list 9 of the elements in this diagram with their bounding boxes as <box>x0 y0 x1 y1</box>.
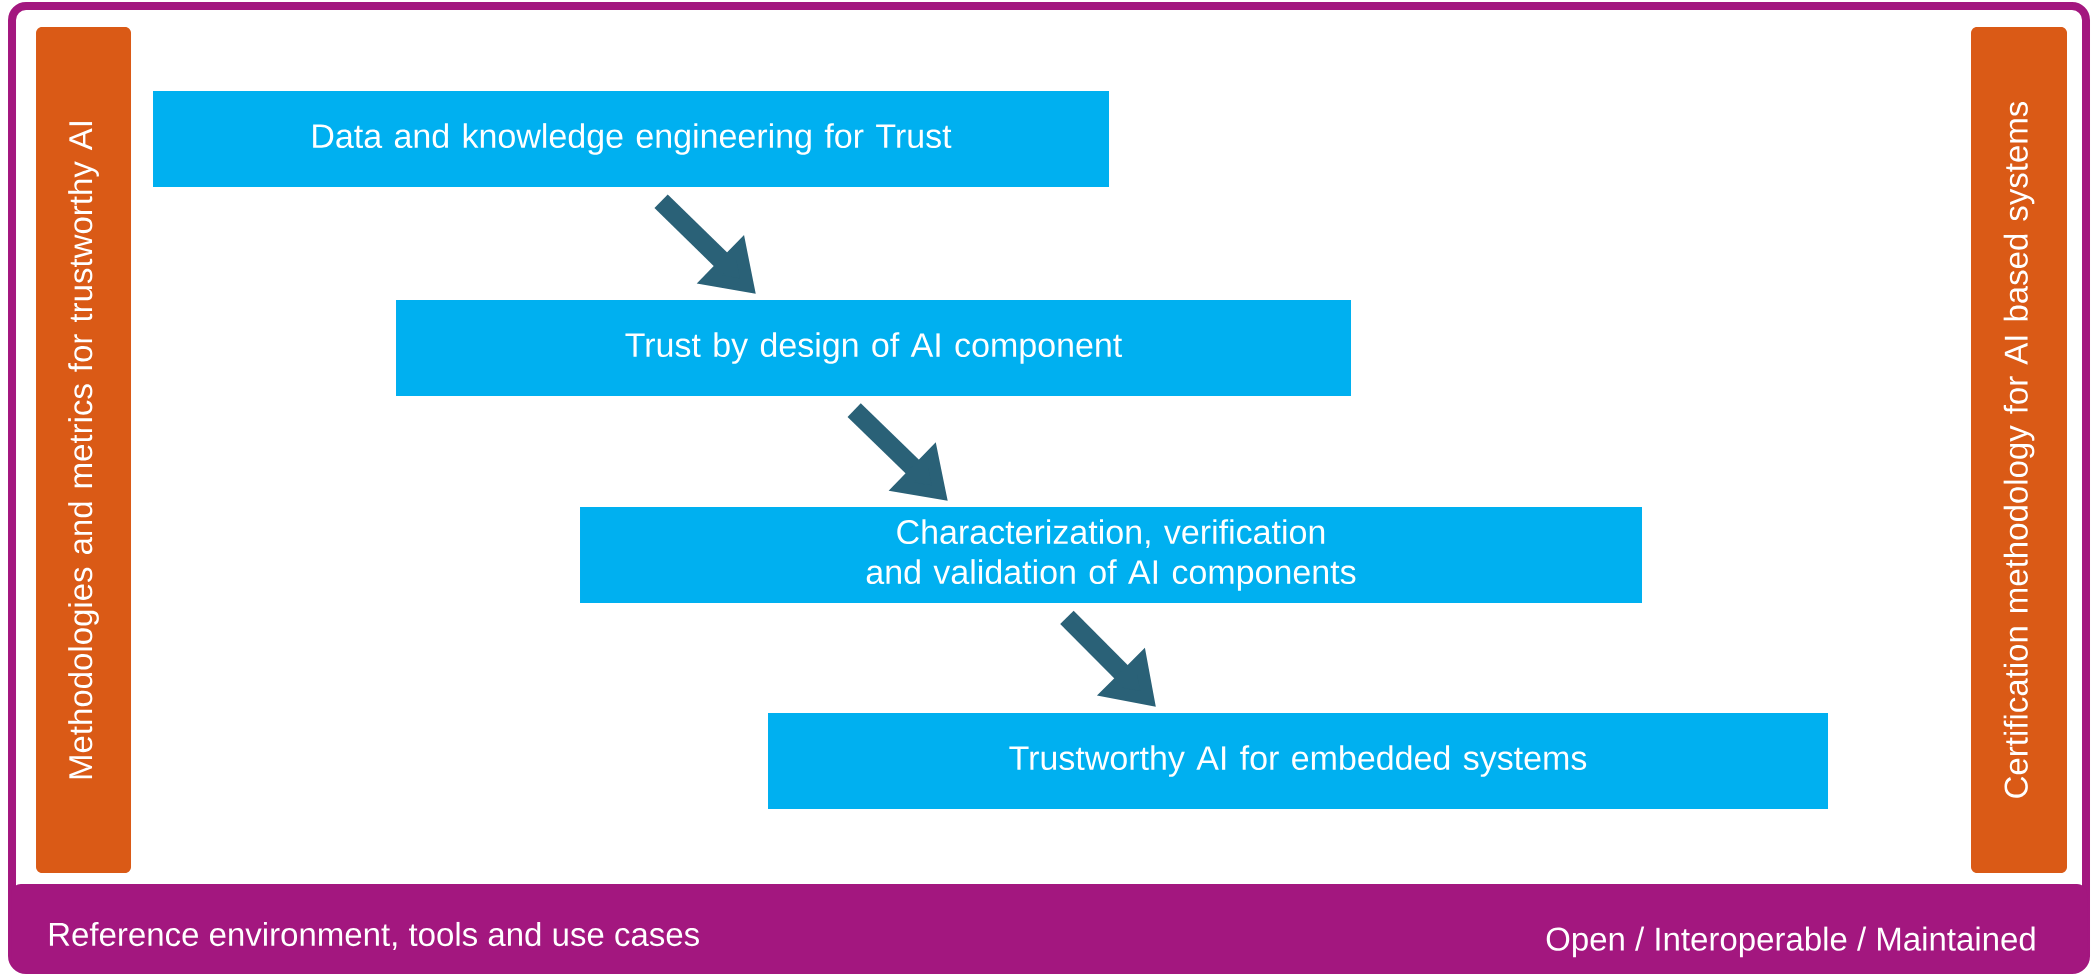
node-label: Open / Interoperable / Maintained <box>1546 926 2035 958</box>
node-label: Reference environment, tools and use cases <box>49 921 699 951</box>
process-box: Trust by design of AI component <box>396 300 1351 396</box>
side-bar: Methodologies and metrics for trustworthy AI <box>36 27 131 873</box>
bottom-band: Reference environment, tools and use cases Open / Interoperable / Maintained <box>11 884 2087 971</box>
process-box: Data and knowledge engineering for Trust <box>153 91 1109 187</box>
side-bar: Certification methodology for AI based systems <box>1971 27 2067 873</box>
process-box: Characterization, verification and validation of AI components <box>580 507 1642 603</box>
process-box: Trustworthy AI for embedded systems <box>768 713 1828 809</box>
